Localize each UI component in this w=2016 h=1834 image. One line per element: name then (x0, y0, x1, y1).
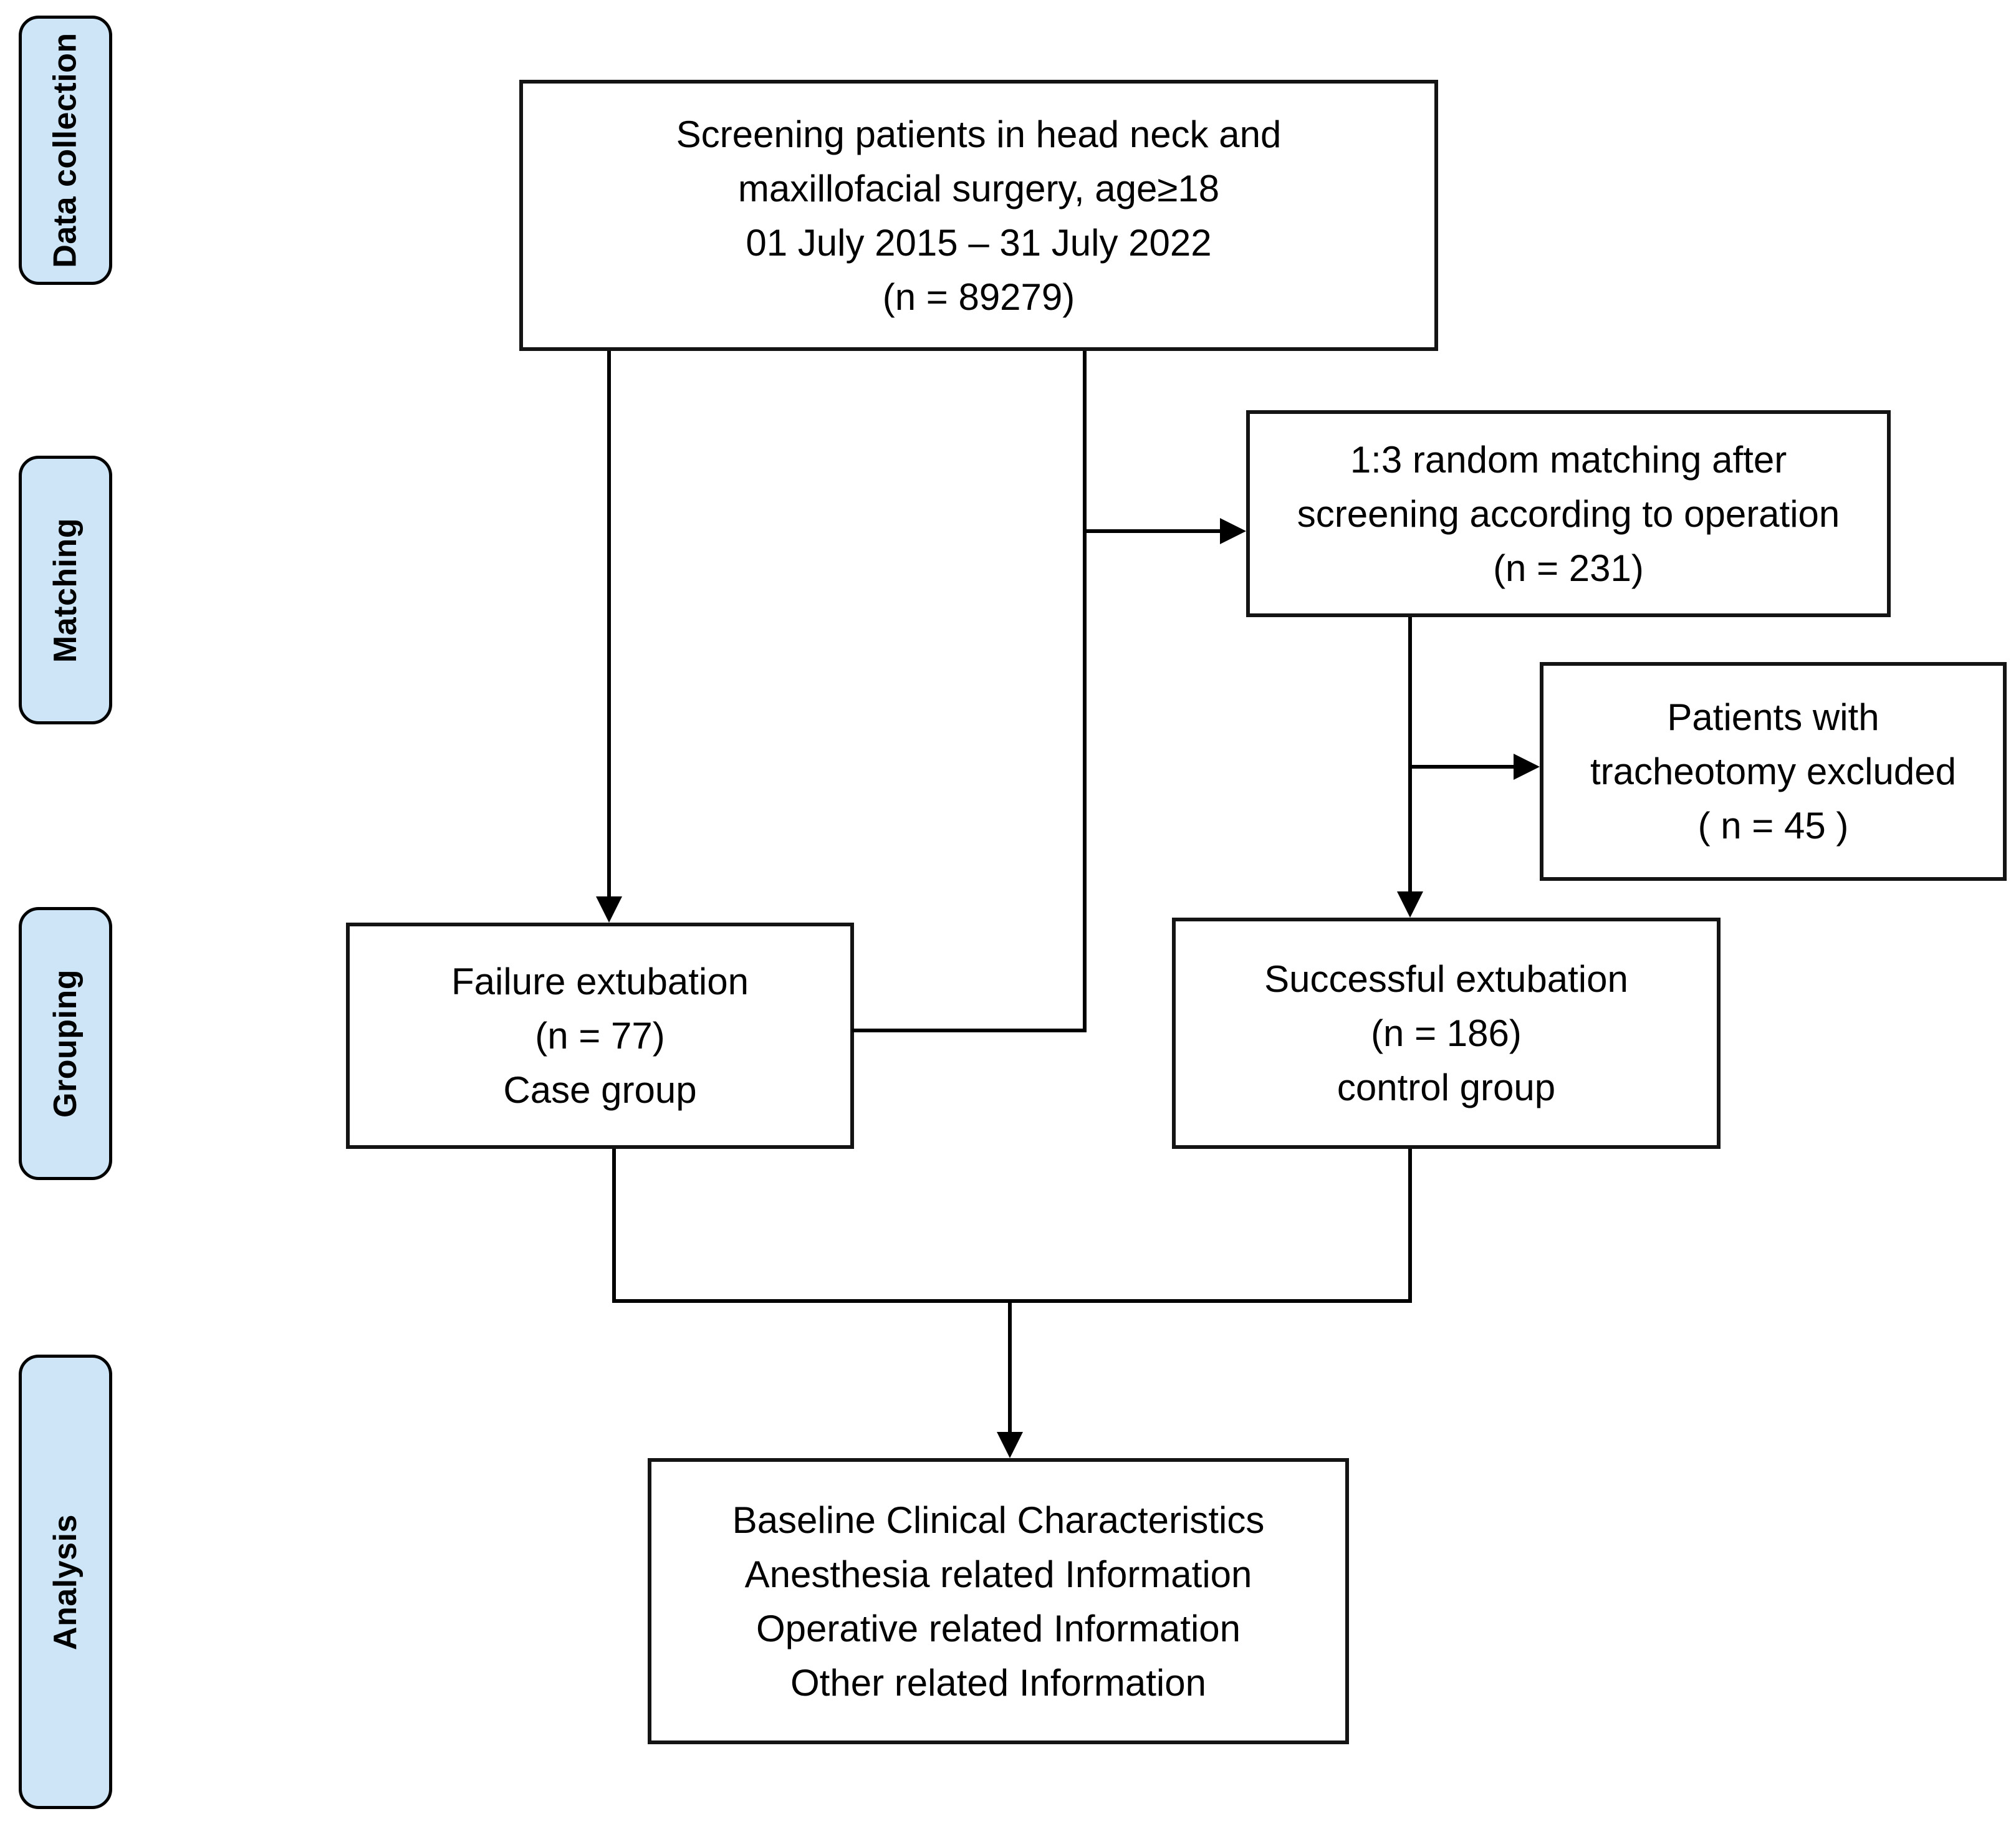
stage-tab-data-collection: Data collection (19, 16, 112, 285)
stage-tab-label: Matching (47, 517, 84, 663)
connector-to-tracheotomy (1410, 765, 1514, 769)
box-line: Operative related Information (756, 1607, 1241, 1649)
arrowhead-into-matching-icon (1220, 518, 1246, 544)
box-line: screening according to operation (1297, 492, 1840, 535)
connector-matching-to-success (1408, 617, 1412, 891)
arrowhead-into-tracheotomy-icon (1514, 754, 1540, 780)
connector-failure-down (612, 1149, 616, 1303)
stage-tab-grouping: Grouping (19, 907, 112, 1180)
random-matching-box: 1:3 random matching after screening acco… (1246, 410, 1891, 617)
screening-box: Screening patients in head neck and maxi… (519, 80, 1438, 351)
connector-success-down (1408, 1149, 1412, 1303)
box-line: 1:3 random matching after (1350, 438, 1787, 481)
arrowhead-into-analysis-icon (997, 1432, 1023, 1458)
box-line: Successful extubation (1264, 958, 1628, 1000)
stage-tab-label: Data collection (47, 32, 84, 268)
analysis-items-box: Baseline Clinical Characteristics Anesth… (648, 1458, 1349, 1744)
successful-extubation-box: Successful extubation (n = 186) control … (1172, 918, 1721, 1149)
stage-tab-analysis: Analysis (19, 1355, 112, 1809)
connector-branch-to-matching (1085, 529, 1221, 533)
connector-screening-branch-vertical (1083, 351, 1087, 1032)
box-line: 01 July 2015 – 31 July 2022 (746, 221, 1212, 264)
stage-tab-label: Analysis (47, 1514, 84, 1650)
connector-screening-to-failure (607, 351, 611, 898)
box-line: Anesthesia related Information (744, 1553, 1252, 1595)
box-line: tracheotomy excluded (1590, 751, 1956, 792)
box-line: Failure extubation (451, 961, 749, 1002)
box-line: Other related Information (790, 1661, 1206, 1704)
connector-merge-to-analysis (1008, 1303, 1012, 1432)
box-line: (n = 89279) (882, 276, 1075, 318)
box-line: (n = 77) (535, 1015, 665, 1057)
arrowhead-into-success-icon (1397, 891, 1423, 918)
box-line: Screening patients in head neck and (676, 113, 1282, 155)
box-line: (n = 231) (1493, 547, 1644, 589)
tracheotomy-excluded-box: Patients with tracheotomy excluded ( n =… (1540, 662, 2007, 881)
connector-branch-to-failure-side (852, 1029, 1087, 1032)
stage-tab-matching: Matching (19, 456, 112, 724)
stage-tab-label: Grouping (47, 969, 84, 1118)
arrowhead-into-failure-icon (596, 896, 622, 923)
box-line: maxillofacial surgery, age≥18 (737, 167, 1220, 209)
connector-merge-horizontal (612, 1299, 1412, 1303)
box-line: (n = 186) (1371, 1012, 1522, 1054)
box-line: ( n = 45 ) (1697, 805, 1849, 847)
box-line: Baseline Clinical Characteristics (732, 1499, 1265, 1541)
box-line: Case group (503, 1069, 697, 1111)
box-line: Patients with (1667, 696, 1879, 738)
box-line: control group (1337, 1067, 1556, 1108)
failure-extubation-box: Failure extubation (n = 77) Case group (346, 923, 854, 1149)
